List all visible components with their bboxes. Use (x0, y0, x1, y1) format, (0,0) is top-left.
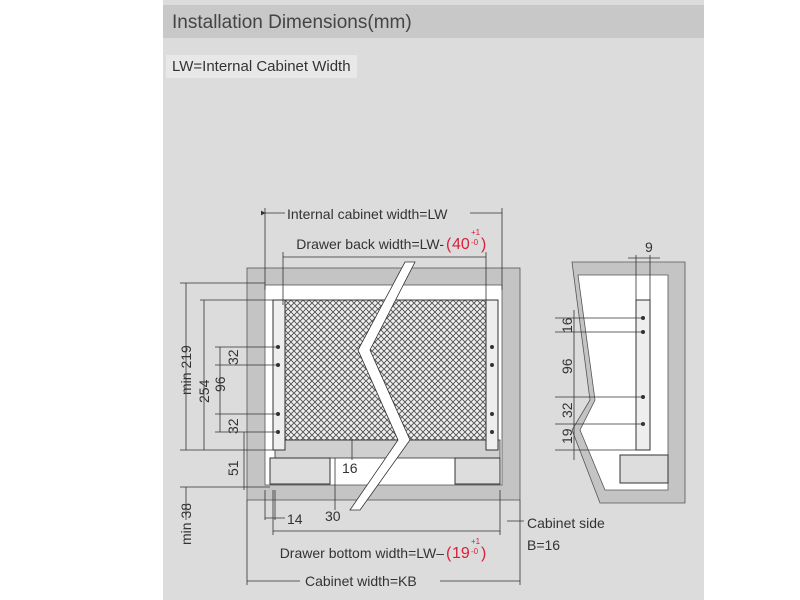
page-title: Installation Dimensions(mm) (172, 12, 412, 33)
side-dim-96: 96 (559, 358, 575, 374)
drawer-bottom-close: ) (481, 545, 486, 562)
cabinet-width-label: Cabinet width=KB (305, 573, 417, 589)
dim-min38: min 38 (178, 503, 194, 545)
drawer-bottom-open: ( (446, 545, 452, 562)
drawer-back-tol-minus: -0 (471, 238, 479, 247)
header-bar: Installation Dimensions(mm) (163, 5, 704, 38)
drawer-bottom-prefix: Drawer bottom width=LW– (280, 545, 445, 561)
drawer-back-open: ( (446, 236, 452, 253)
side-dim-19: 19 (559, 428, 575, 444)
dim-96: 96 (212, 376, 228, 392)
dim-14: 14 (287, 511, 303, 527)
dim-51: 51 (225, 460, 241, 476)
runner-left (269, 457, 331, 485)
drawer-back-label: Drawer back width=LW- ( 40 +1 -0 ) (296, 228, 486, 253)
drawer-bottom-label: Drawer bottom width=LW– ( 19 +1 -0 ) (280, 537, 487, 562)
cabinet-side-label: Cabinet side (527, 515, 605, 531)
side-view (555, 255, 686, 504)
dim-min219: min 219 (178, 345, 194, 395)
drawer-back-tol-plus: +1 (471, 228, 481, 237)
drawer-bottom-tol-minus: -0 (471, 547, 479, 556)
legend-label: LW=Internal Cabinet Width (166, 55, 357, 78)
drawer-back-close: ) (481, 236, 486, 253)
drawer-mesh-back (282, 299, 489, 441)
drawer-bottom-value: 19 (452, 545, 470, 562)
dim-32-lower: 32 (225, 418, 241, 434)
side-dim-32: 32 (559, 402, 575, 418)
front-view (246, 261, 521, 511)
cabinet-side-value: B=16 (527, 537, 560, 553)
drawer-side-left (272, 299, 286, 451)
side-dim-16: 16 (559, 317, 575, 333)
dimension-lines (180, 208, 524, 585)
drawer-back-prefix: Drawer back width=LW- (296, 236, 444, 252)
dim-32-upper: 32 (225, 349, 241, 365)
runner-right (454, 457, 501, 485)
side-dim-9: 9 (645, 239, 653, 255)
break-line (349, 261, 416, 511)
dim-254: 254 (196, 379, 212, 403)
dim-30: 30 (325, 508, 341, 524)
internal-width-label: Internal cabinet width=LW (287, 206, 448, 222)
dim-16: 16 (342, 460, 358, 476)
drawer-bottom-tol-plus: +1 (471, 537, 481, 546)
drawer-side-right (485, 299, 499, 451)
drawer-back-value: 40 (452, 236, 470, 253)
